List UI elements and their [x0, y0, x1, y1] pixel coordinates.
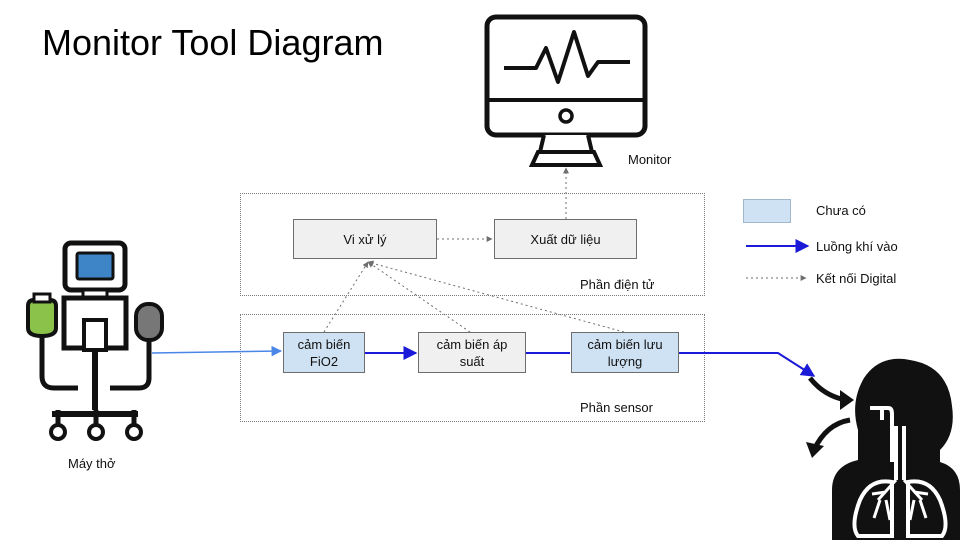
ventilator-icon [26, 240, 164, 441]
data-output-node[interactable]: Xuất dữ liệu [494, 219, 637, 259]
legend-digital-label: Kết nối Digital [816, 271, 897, 286]
ventilator-left-hose [39, 336, 78, 391]
fio2-sensor-node[interactable]: cảm biến FiO2 [283, 332, 365, 373]
patient-left-lung [852, 479, 894, 538]
ventilator-screen [75, 251, 115, 281]
patient-inhale-arrowhead [840, 390, 854, 410]
ventilator-panel [82, 318, 108, 352]
patient-exhale-arrowhead [806, 442, 824, 458]
monitor-power-button [558, 108, 574, 124]
patient-airway [870, 406, 894, 462]
ventilator-wheel-mid [87, 423, 105, 441]
monitor-stand [537, 134, 595, 154]
electronics-group-label: Phần điện tử [580, 277, 655, 292]
legend-missing-label: Chưa có [816, 203, 866, 218]
sensor-group-label: Phần sensor [580, 400, 653, 415]
monitor-ecg-trace [504, 30, 630, 84]
patient-left-bronchi [871, 478, 898, 521]
monitor-icon [484, 14, 648, 167]
monitor-label: Monitor [628, 152, 672, 167]
patient-trachea [894, 426, 906, 480]
flow-sensor-node[interactable]: cảm biến lưu lượng [571, 332, 679, 373]
legend-missing-swatch [743, 199, 791, 223]
legend-airflow-label: Luồng khí vào [816, 239, 898, 254]
ventilator-wheel-left [49, 423, 67, 441]
ventilator-label: Máy thở [68, 456, 116, 471]
patient-lungs-icon [806, 358, 960, 540]
monitor-base [528, 150, 604, 167]
ventilator-wheel-right [125, 423, 143, 441]
processor-node[interactable]: Vi xử lý [293, 219, 437, 259]
patient-right-bronchi [902, 478, 929, 521]
pressure-sensor-node[interactable]: cảm biến áp suất [418, 332, 526, 373]
ventilator-green-bag [26, 298, 58, 339]
ventilator-bag-cap [32, 292, 52, 304]
ventilator-bellows [134, 302, 164, 342]
ventilator-right-hose [110, 340, 152, 391]
page-title: Monitor Tool Diagram [42, 22, 384, 63]
patient-right-lung [906, 479, 948, 538]
